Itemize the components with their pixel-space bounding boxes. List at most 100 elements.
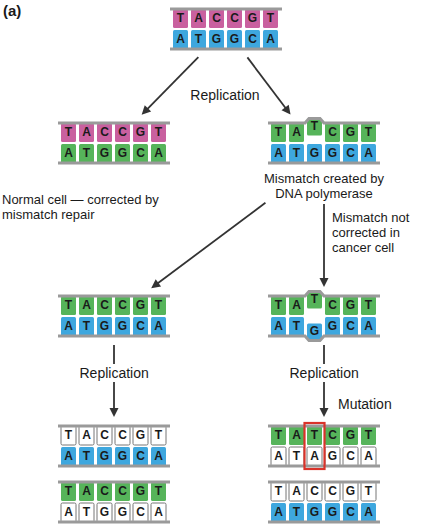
- nucleotide-base: [97, 123, 112, 142]
- nucleotide-base: [271, 123, 286, 142]
- flow-arrow: [320, 204, 329, 287]
- nucleotide-base: [79, 123, 94, 142]
- nucleotide-base: [151, 317, 166, 336]
- base-letter: A: [79, 125, 94, 139]
- base-letter: T: [271, 125, 286, 139]
- mutation-label: Mutation: [338, 396, 418, 412]
- base-letter: G: [325, 146, 340, 160]
- nucleotide-base: [325, 426, 340, 445]
- nucleotide-base: [361, 123, 376, 142]
- nucleotide-base: [271, 426, 286, 445]
- base-letter: C: [343, 319, 358, 333]
- nucleotide-base: [307, 503, 322, 522]
- backbone-strand: [268, 521, 380, 524]
- nucleotide-base: [61, 426, 76, 445]
- base-letter: G: [343, 298, 358, 312]
- nucleotide-base: [271, 317, 286, 336]
- duplex-svg: [58, 476, 170, 528]
- duplex-group: TATCGTATAGCA: [268, 420, 380, 472]
- base-letter: G: [227, 32, 242, 46]
- duplex-group: TATCGTATGGCA: [268, 117, 380, 169]
- nucleotide-base: [343, 447, 358, 466]
- nucleotide-base: [115, 482, 130, 501]
- nucleotide-base: [61, 447, 76, 466]
- nucleotide-base: [97, 317, 112, 336]
- nucleotide-base: [343, 123, 358, 142]
- base-letter: A: [289, 484, 304, 498]
- base-letter: G: [343, 428, 358, 442]
- backbone-strand: [170, 48, 282, 51]
- base-letter: A: [151, 319, 166, 333]
- base-letter: G: [209, 32, 224, 46]
- dna-duplex: TACCGTATGGCA: [58, 117, 170, 169]
- base-letter: T: [289, 319, 304, 333]
- base-letter: T: [79, 319, 94, 333]
- nucleotide-base: [343, 144, 358, 163]
- base-letter: G: [115, 505, 130, 519]
- base-letter: A: [173, 32, 188, 46]
- nucleotide-base: [61, 317, 76, 336]
- nucleotide-base: [343, 296, 358, 315]
- nucleotide-base: [61, 482, 76, 501]
- base-letter: C: [325, 298, 340, 312]
- dna-duplex: TACCGTATGGCA: [58, 290, 170, 342]
- nucleotide-base: [289, 123, 304, 142]
- base-letter: C: [97, 484, 112, 498]
- base-letter: T: [361, 298, 376, 312]
- backbone-strand: [58, 295, 170, 298]
- duplex-svg: [58, 290, 170, 342]
- nucleotide-base: [325, 296, 340, 315]
- base-letter: G: [307, 146, 322, 160]
- nucleotide-base: [343, 503, 358, 522]
- nucleotide-base: [245, 9, 260, 28]
- arrow-label: Normal cell — corrected by mismatch repa…: [2, 192, 202, 222]
- base-letter: T: [271, 428, 286, 442]
- caption-text: Mismatch created by DNA polymerase: [254, 171, 394, 201]
- nucleotide-base: [173, 9, 188, 28]
- nucleotide-base: [133, 296, 148, 315]
- base-letter: T: [61, 484, 76, 498]
- nucleotide-base: [325, 482, 340, 501]
- nucleotide-base: [133, 503, 148, 522]
- base-letter: G: [97, 449, 112, 463]
- backbone-strand: [58, 465, 170, 468]
- nucleotide-base: [307, 426, 322, 445]
- nucleotide-base: [227, 9, 242, 28]
- duplex-group: TACCGTATGGCA: [58, 476, 170, 528]
- base-letter: C: [245, 32, 260, 46]
- base-letter: A: [361, 146, 376, 160]
- flow-arrow: [247, 57, 290, 114]
- base-letter: C: [343, 146, 358, 160]
- arrow-label: Replication: [287, 364, 362, 382]
- nucleotide-base: [289, 296, 304, 315]
- base-letter: C: [343, 505, 358, 519]
- base-letter: A: [361, 449, 376, 463]
- dna-duplex: TACCGTATGGCA: [170, 3, 282, 55]
- backbone-strand: [58, 481, 170, 484]
- base-letter: A: [289, 125, 304, 139]
- nucleotide-base: [361, 426, 376, 445]
- base-letter: T: [173, 11, 188, 25]
- base-letter: G: [133, 125, 148, 139]
- base-letter: G: [343, 484, 358, 498]
- base-letter: C: [97, 298, 112, 312]
- base-letter: T: [191, 32, 206, 46]
- base-letter: G: [307, 324, 322, 338]
- nucleotide-base: [79, 144, 94, 163]
- base-letter: A: [307, 449, 322, 463]
- arrow-label: Mismatch not corrected in cancer cell: [332, 210, 432, 255]
- nucleotide-base: [151, 144, 166, 163]
- nucleotide-base: [289, 317, 304, 336]
- nucleotide-base: [289, 447, 304, 466]
- nucleotide-base: [307, 482, 322, 501]
- duplex-svg: [58, 420, 170, 472]
- base-letter: C: [209, 11, 224, 25]
- base-letter: G: [343, 125, 358, 139]
- nucleotide-base: [61, 296, 76, 315]
- flow-arrow: [142, 57, 199, 115]
- base-letter: C: [325, 125, 340, 139]
- backbone-strand: [268, 292, 380, 297]
- base-letter: T: [307, 119, 322, 133]
- nucleotide-base: [151, 123, 166, 142]
- base-letter: T: [151, 298, 166, 312]
